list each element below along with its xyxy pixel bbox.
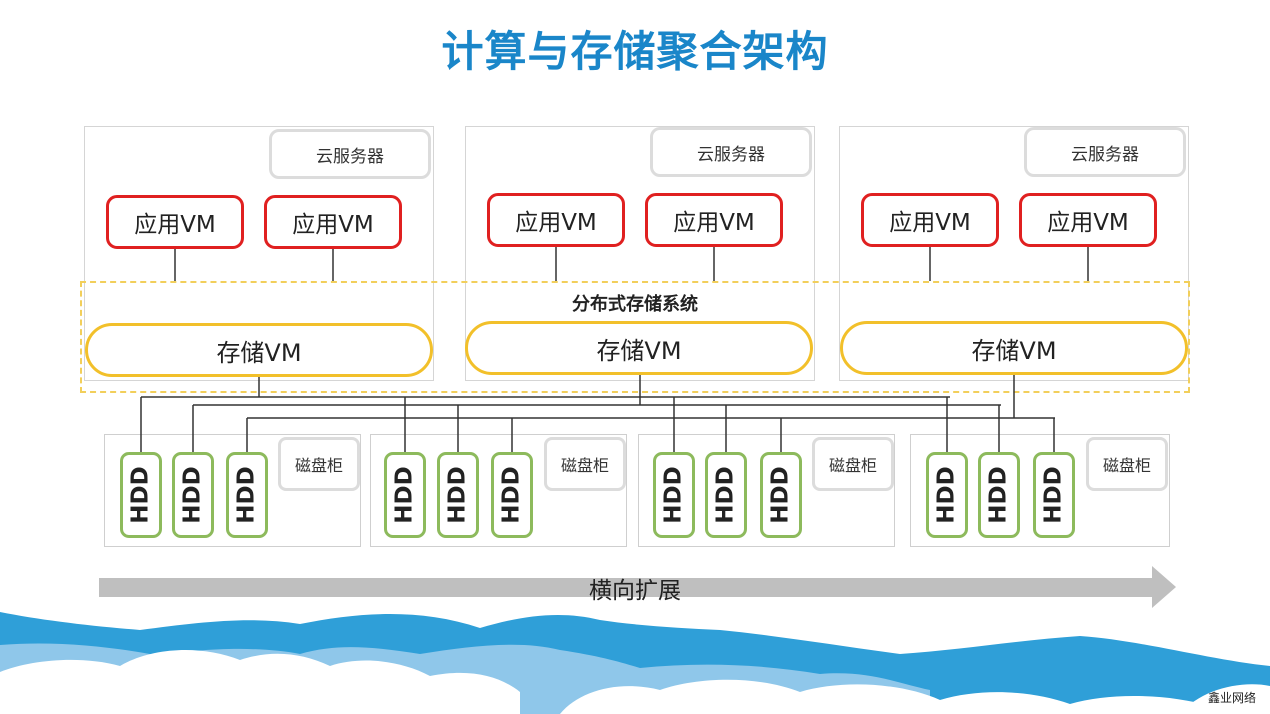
hdd-disk: HDD (760, 452, 802, 538)
hdd-disk: HDD (384, 452, 426, 538)
hdd-disk: HDD (653, 452, 695, 538)
hdd-disk: HDD (172, 452, 214, 538)
storage-vm: 存储VM (465, 321, 813, 375)
hdd-disk: HDD (926, 452, 968, 538)
distributed-storage-region (80, 281, 1190, 393)
storage-vm: 存储VM (840, 321, 1188, 375)
cloud-server-label: 云服务器 (1024, 127, 1186, 177)
app-vm: 应用VM (645, 193, 783, 247)
app-vm: 应用VM (106, 195, 244, 249)
hdd-disk: HDD (1033, 452, 1075, 538)
storage-vm: 存储VM (85, 323, 433, 377)
cloud-server-label: 云服务器 (650, 127, 812, 177)
app-vm: 应用VM (264, 195, 402, 249)
cloud-server-label: 云服务器 (269, 129, 431, 179)
distributed-storage-label: 分布式存储系统 (572, 294, 698, 315)
hdd-disk: HDD (437, 452, 479, 538)
disk-cabinet-label: 磁盘柜 (1086, 437, 1168, 491)
disk-cabinet-label: 磁盘柜 (544, 437, 626, 491)
hdd-disk: HDD (491, 452, 533, 538)
watermark-text: 鑫业网络 (1207, 691, 1256, 705)
horizontal-scale-label: 横向扩展 (589, 578, 681, 604)
app-vm: 应用VM (1019, 193, 1157, 247)
hdd-disk: HDD (705, 452, 747, 538)
hdd-disk: HDD (978, 452, 1020, 538)
page-title: 计算与存储聚合架构 (441, 27, 829, 76)
disk-cabinet-label: 磁盘柜 (278, 437, 360, 491)
app-vm: 应用VM (487, 193, 625, 247)
app-vm: 应用VM (861, 193, 999, 247)
hdd-disk: HDD (120, 452, 162, 538)
disk-cabinet-label: 磁盘柜 (812, 437, 894, 491)
hdd-disk: HDD (226, 452, 268, 538)
